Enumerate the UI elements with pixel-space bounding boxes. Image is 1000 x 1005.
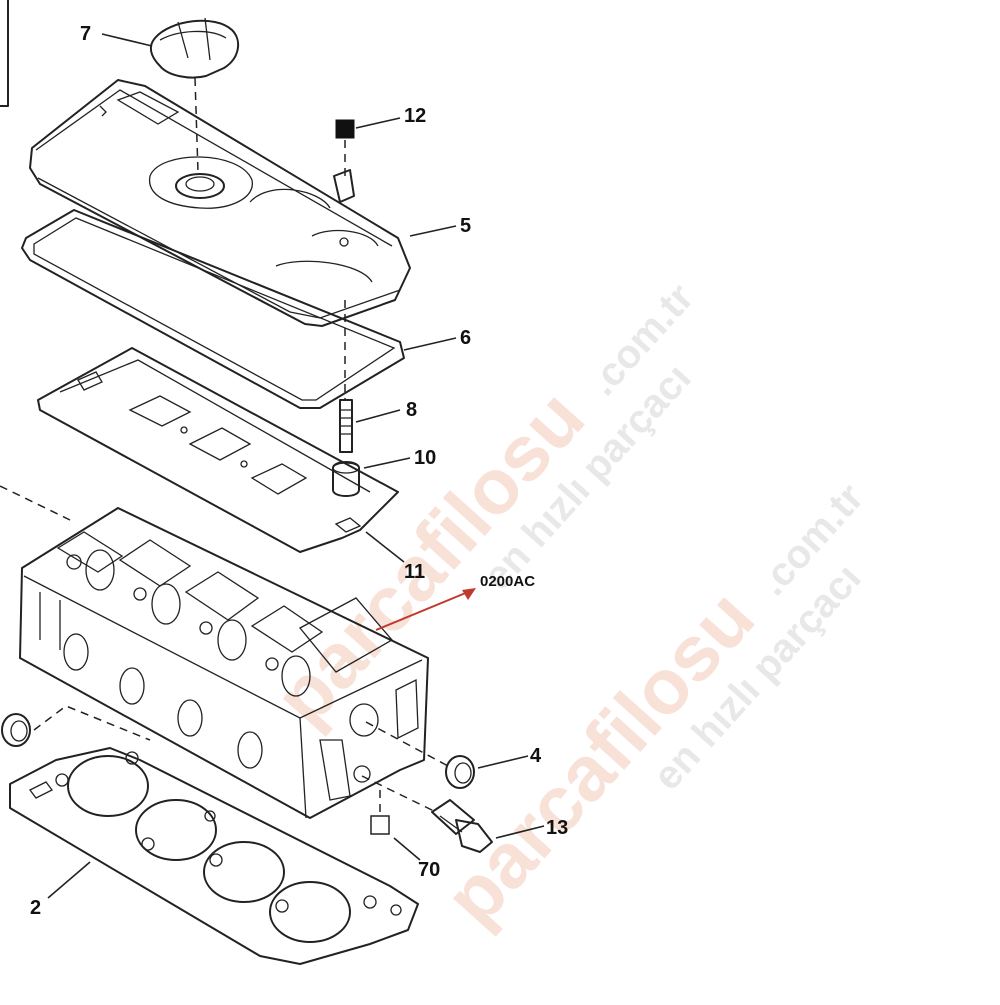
- label-part-13: 13: [546, 817, 568, 839]
- label-part-6: 6: [460, 327, 471, 349]
- oil-filler-cap: [149, 17, 240, 79]
- head-gasket: [9, 747, 419, 965]
- cylinder-head: [19, 507, 429, 819]
- temperature-sensor: [431, 799, 493, 853]
- label-part-4: 4: [530, 745, 542, 767]
- left-axis-upper: [0, 485, 71, 521]
- oil-baffle-plate: [37, 347, 399, 553]
- label-part-11: 11: [404, 561, 425, 583]
- label-part-5: 5: [460, 215, 471, 237]
- reference-pointer: [375, 588, 476, 631]
- label-part-7: 7: [80, 23, 91, 45]
- reference-code-label: 0200AC: [480, 573, 535, 590]
- plug-seal-right: [445, 755, 475, 789]
- label-part-2: 2: [30, 897, 41, 919]
- label-part-10: 10: [414, 447, 436, 469]
- watermark-brand-2: parcafilosu: [427, 573, 771, 941]
- cap-axis-line: [194, 77, 199, 173]
- valve-cover: [29, 79, 411, 327]
- fastener-stack: [332, 119, 360, 497]
- left-seal-axis: [33, 705, 151, 741]
- label-part-70: 70: [418, 859, 440, 881]
- part-70-square-marker: [370, 815, 390, 835]
- sensor-axis-line: [361, 775, 437, 813]
- part-12-square-marker: [335, 119, 355, 139]
- label-part-12: 12: [404, 105, 426, 127]
- label-part-8: 8: [406, 399, 417, 421]
- plug-seal-left: [1, 713, 31, 747]
- frame-edge: [0, 0, 9, 107]
- valve-cover-gasket: [21, 209, 405, 409]
- seal-axis-line: [365, 721, 449, 767]
- watermark-brand-1: parcafilosu: [257, 373, 601, 741]
- leader-lines: [47, 33, 545, 899]
